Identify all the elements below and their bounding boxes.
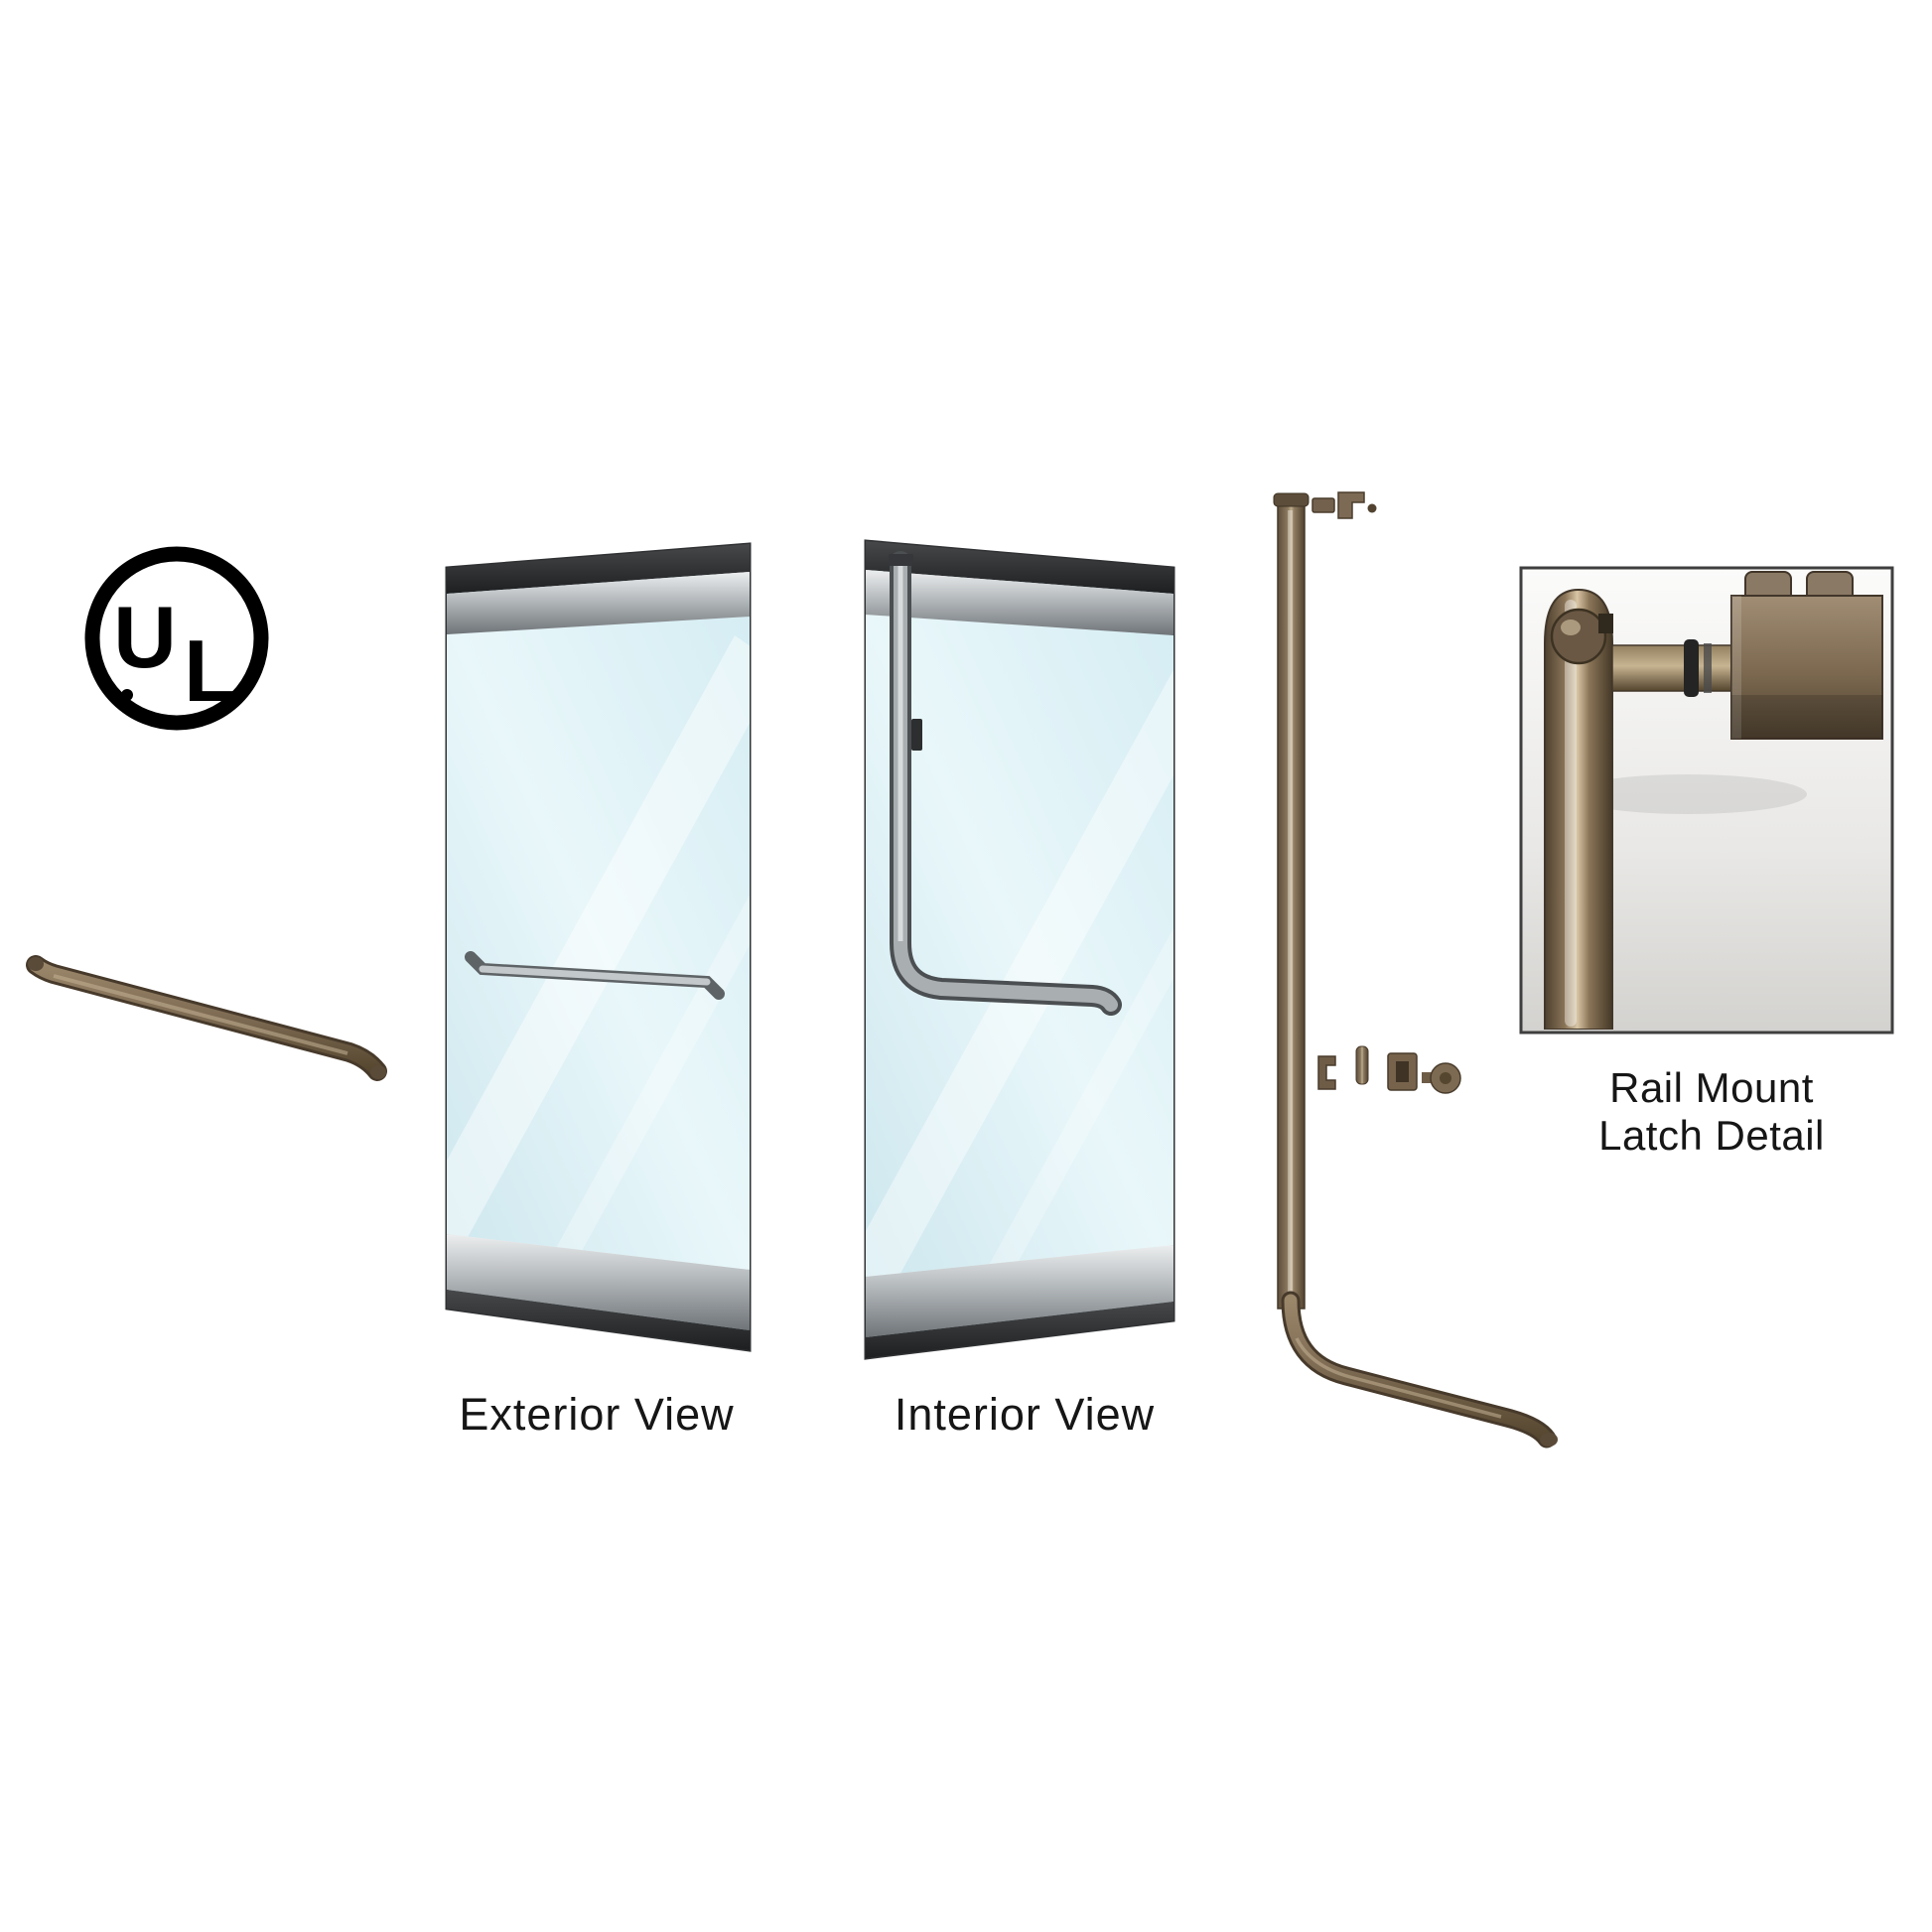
ul-logo-dot — [121, 689, 133, 701]
push-pull-bar-product — [26, 955, 387, 1081]
interior-door-bottom-cap — [866, 1302, 1173, 1358]
exterior-pull-handle — [465, 951, 725, 1000]
interior-glass-reflections — [866, 655, 1173, 1277]
detail-pivot-notch — [1598, 614, 1613, 633]
caption-detail-line2: Latch Detail — [1598, 1112, 1825, 1159]
detail-pivot — [1550, 608, 1607, 665]
detail-latch-bolt — [1611, 644, 1732, 692]
thumbturn-stem — [1422, 1072, 1435, 1083]
exterior-door — [445, 542, 752, 1352]
ul-logo-circle — [84, 546, 269, 731]
push-bar-end-right — [370, 1065, 386, 1079]
latch-hardware-parts — [1317, 1045, 1461, 1094]
exterior-glass-reflections — [447, 635, 750, 1270]
vertical-rail-highlight — [1288, 510, 1293, 1301]
caption-detail-line1: Rail Mount — [1609, 1064, 1814, 1111]
latch-bracket — [1317, 1055, 1336, 1090]
interior-door-bottom-rail — [866, 1245, 1173, 1337]
detail-latch-housing — [1730, 595, 1883, 740]
ul-logo-letter-l: L — [184, 621, 237, 720]
exterior-handle-highlight — [479, 965, 711, 986]
exterior-door-top-rail — [447, 572, 750, 634]
panic-handle-bar — [894, 555, 1118, 1012]
rail-top-latch-parts — [1311, 491, 1377, 519]
bar-end-tip — [1540, 1433, 1558, 1447]
interior-door-glass — [866, 615, 1173, 1277]
caption-interior-view: Interior View — [895, 1389, 1155, 1440]
interior-door-top-cap — [866, 541, 1173, 594]
detail-rail-highlight — [1565, 600, 1577, 1027]
exterior-door-bottom-cap — [447, 1290, 750, 1350]
latch-keeper-slot — [1396, 1061, 1409, 1082]
ul-logo-letter-u: U — [113, 588, 177, 686]
panic-handle-latch — [911, 719, 922, 751]
detail-bolt-ring — [1684, 639, 1699, 697]
interior-door — [864, 539, 1175, 1360]
rail-mount-handle-assembly — [1273, 491, 1558, 1449]
inset-content — [1544, 571, 1883, 1030]
thumbturn-center — [1440, 1072, 1451, 1084]
exterior-door-glass — [447, 617, 750, 1270]
push-bar-highlight — [53, 974, 348, 1055]
latch-detail-inset — [1519, 566, 1894, 1035]
exterior-door-bottom-rail — [447, 1234, 750, 1330]
push-bar-end-left — [28, 957, 44, 971]
interior-panic-handle — [889, 551, 1122, 1016]
rail-bottom-bar-highlight — [1295, 1337, 1502, 1419]
exterior-door-top-cap — [447, 544, 750, 594]
latch-pin — [1355, 1045, 1369, 1085]
interior-door-top-rail — [866, 570, 1173, 635]
ul-certification-logo: U L — [84, 546, 269, 731]
panic-handle-top-mount — [889, 554, 913, 566]
rail-top-cap — [1273, 492, 1310, 507]
caption-exterior-view: Exterior View — [459, 1389, 734, 1440]
